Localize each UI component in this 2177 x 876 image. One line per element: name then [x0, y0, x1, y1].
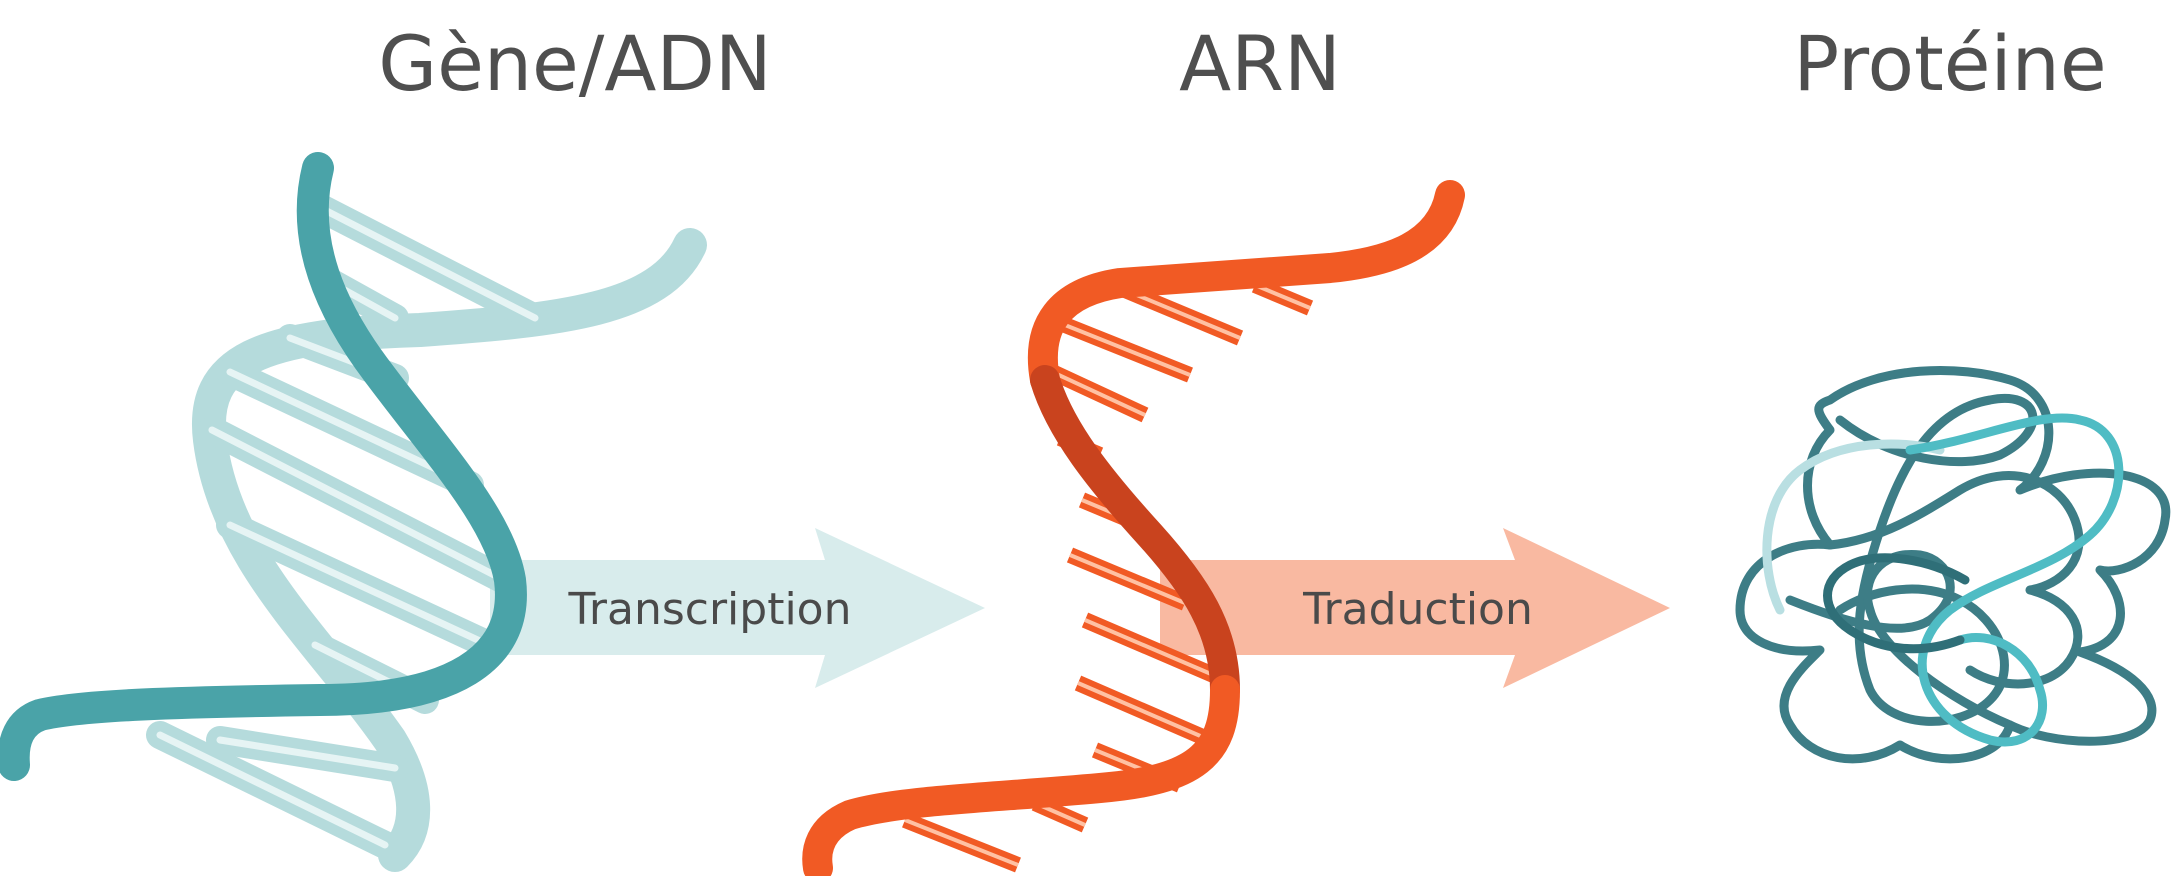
transcription-arrow: Transcription: [490, 528, 985, 688]
heading-proteine: Protéine: [1793, 19, 2106, 108]
heading-gene-adn: Gène/ADN: [378, 19, 772, 108]
rna-backbone-top: [1027, 180, 1465, 395]
rna-rungs: [902, 277, 1314, 873]
traduction-arrow: Traduction: [1160, 528, 1670, 688]
protein-loop-inner-b: [1825, 471, 2084, 689]
protein-loop-teal: [1905, 413, 2124, 747]
rna-strand-icon: [802, 180, 1465, 876]
dna-rungs: [146, 191, 549, 859]
heading-arn: ARN: [1179, 19, 1341, 108]
rna-backbone-middle: [1030, 365, 1240, 705]
protein-loop-light: [1762, 439, 1945, 615]
dna-strand-dark: [0, 152, 527, 781]
rna-backbone-bottom: [802, 675, 1240, 876]
protein-loop-inner-c: [1785, 549, 2015, 730]
transcription-label: Transcription: [568, 584, 852, 635]
transcription-arrow-shape: [490, 528, 985, 688]
protein-loop-teal-dark: [1823, 553, 1970, 654]
traduction-arrow-shape: [1160, 528, 1670, 688]
protein-coil-icon: [1735, 366, 2171, 764]
traduction-label: Traduction: [1302, 584, 1533, 635]
protein-loop-outer: [1735, 366, 2171, 764]
dna-helix-icon: [0, 152, 707, 872]
